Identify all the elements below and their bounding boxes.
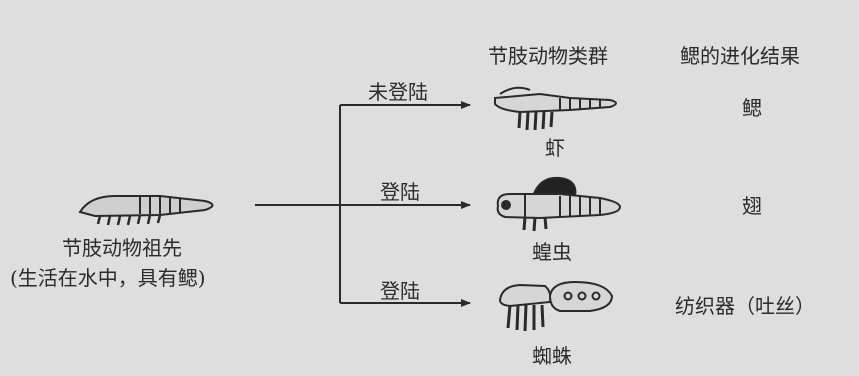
animal-name-spider: 蜘蛛 — [532, 344, 572, 368]
result-gill: 鳃 — [742, 96, 762, 120]
ancestor-note: (生活在水中，具有鳃) — [10, 266, 206, 290]
branch-label-not-landed: 未登陆 — [368, 80, 428, 104]
branch-connectors — [255, 101, 471, 307]
branch-label-landed-locust: 登陆 — [380, 180, 420, 204]
spider-illustration — [498, 280, 614, 332]
ancestor-name: 节肢动物祖先 — [62, 236, 182, 260]
result-spinneret: 纺织器（吐丝） — [675, 294, 815, 318]
result-wing: 翅 — [742, 194, 762, 218]
header-gill-result: 鳃的进化结果 — [680, 44, 800, 68]
animal-name-locust: 蝗虫 — [532, 240, 572, 264]
ancestor-illustration — [78, 195, 214, 226]
branch-label-landed-spider: 登陆 — [380, 279, 420, 303]
header-animal-group: 节肢动物类群 — [488, 44, 608, 68]
shrimp-illustration — [494, 86, 617, 131]
animal-name-shrimp: 虾 — [545, 136, 565, 160]
locust-illustration — [496, 176, 622, 232]
